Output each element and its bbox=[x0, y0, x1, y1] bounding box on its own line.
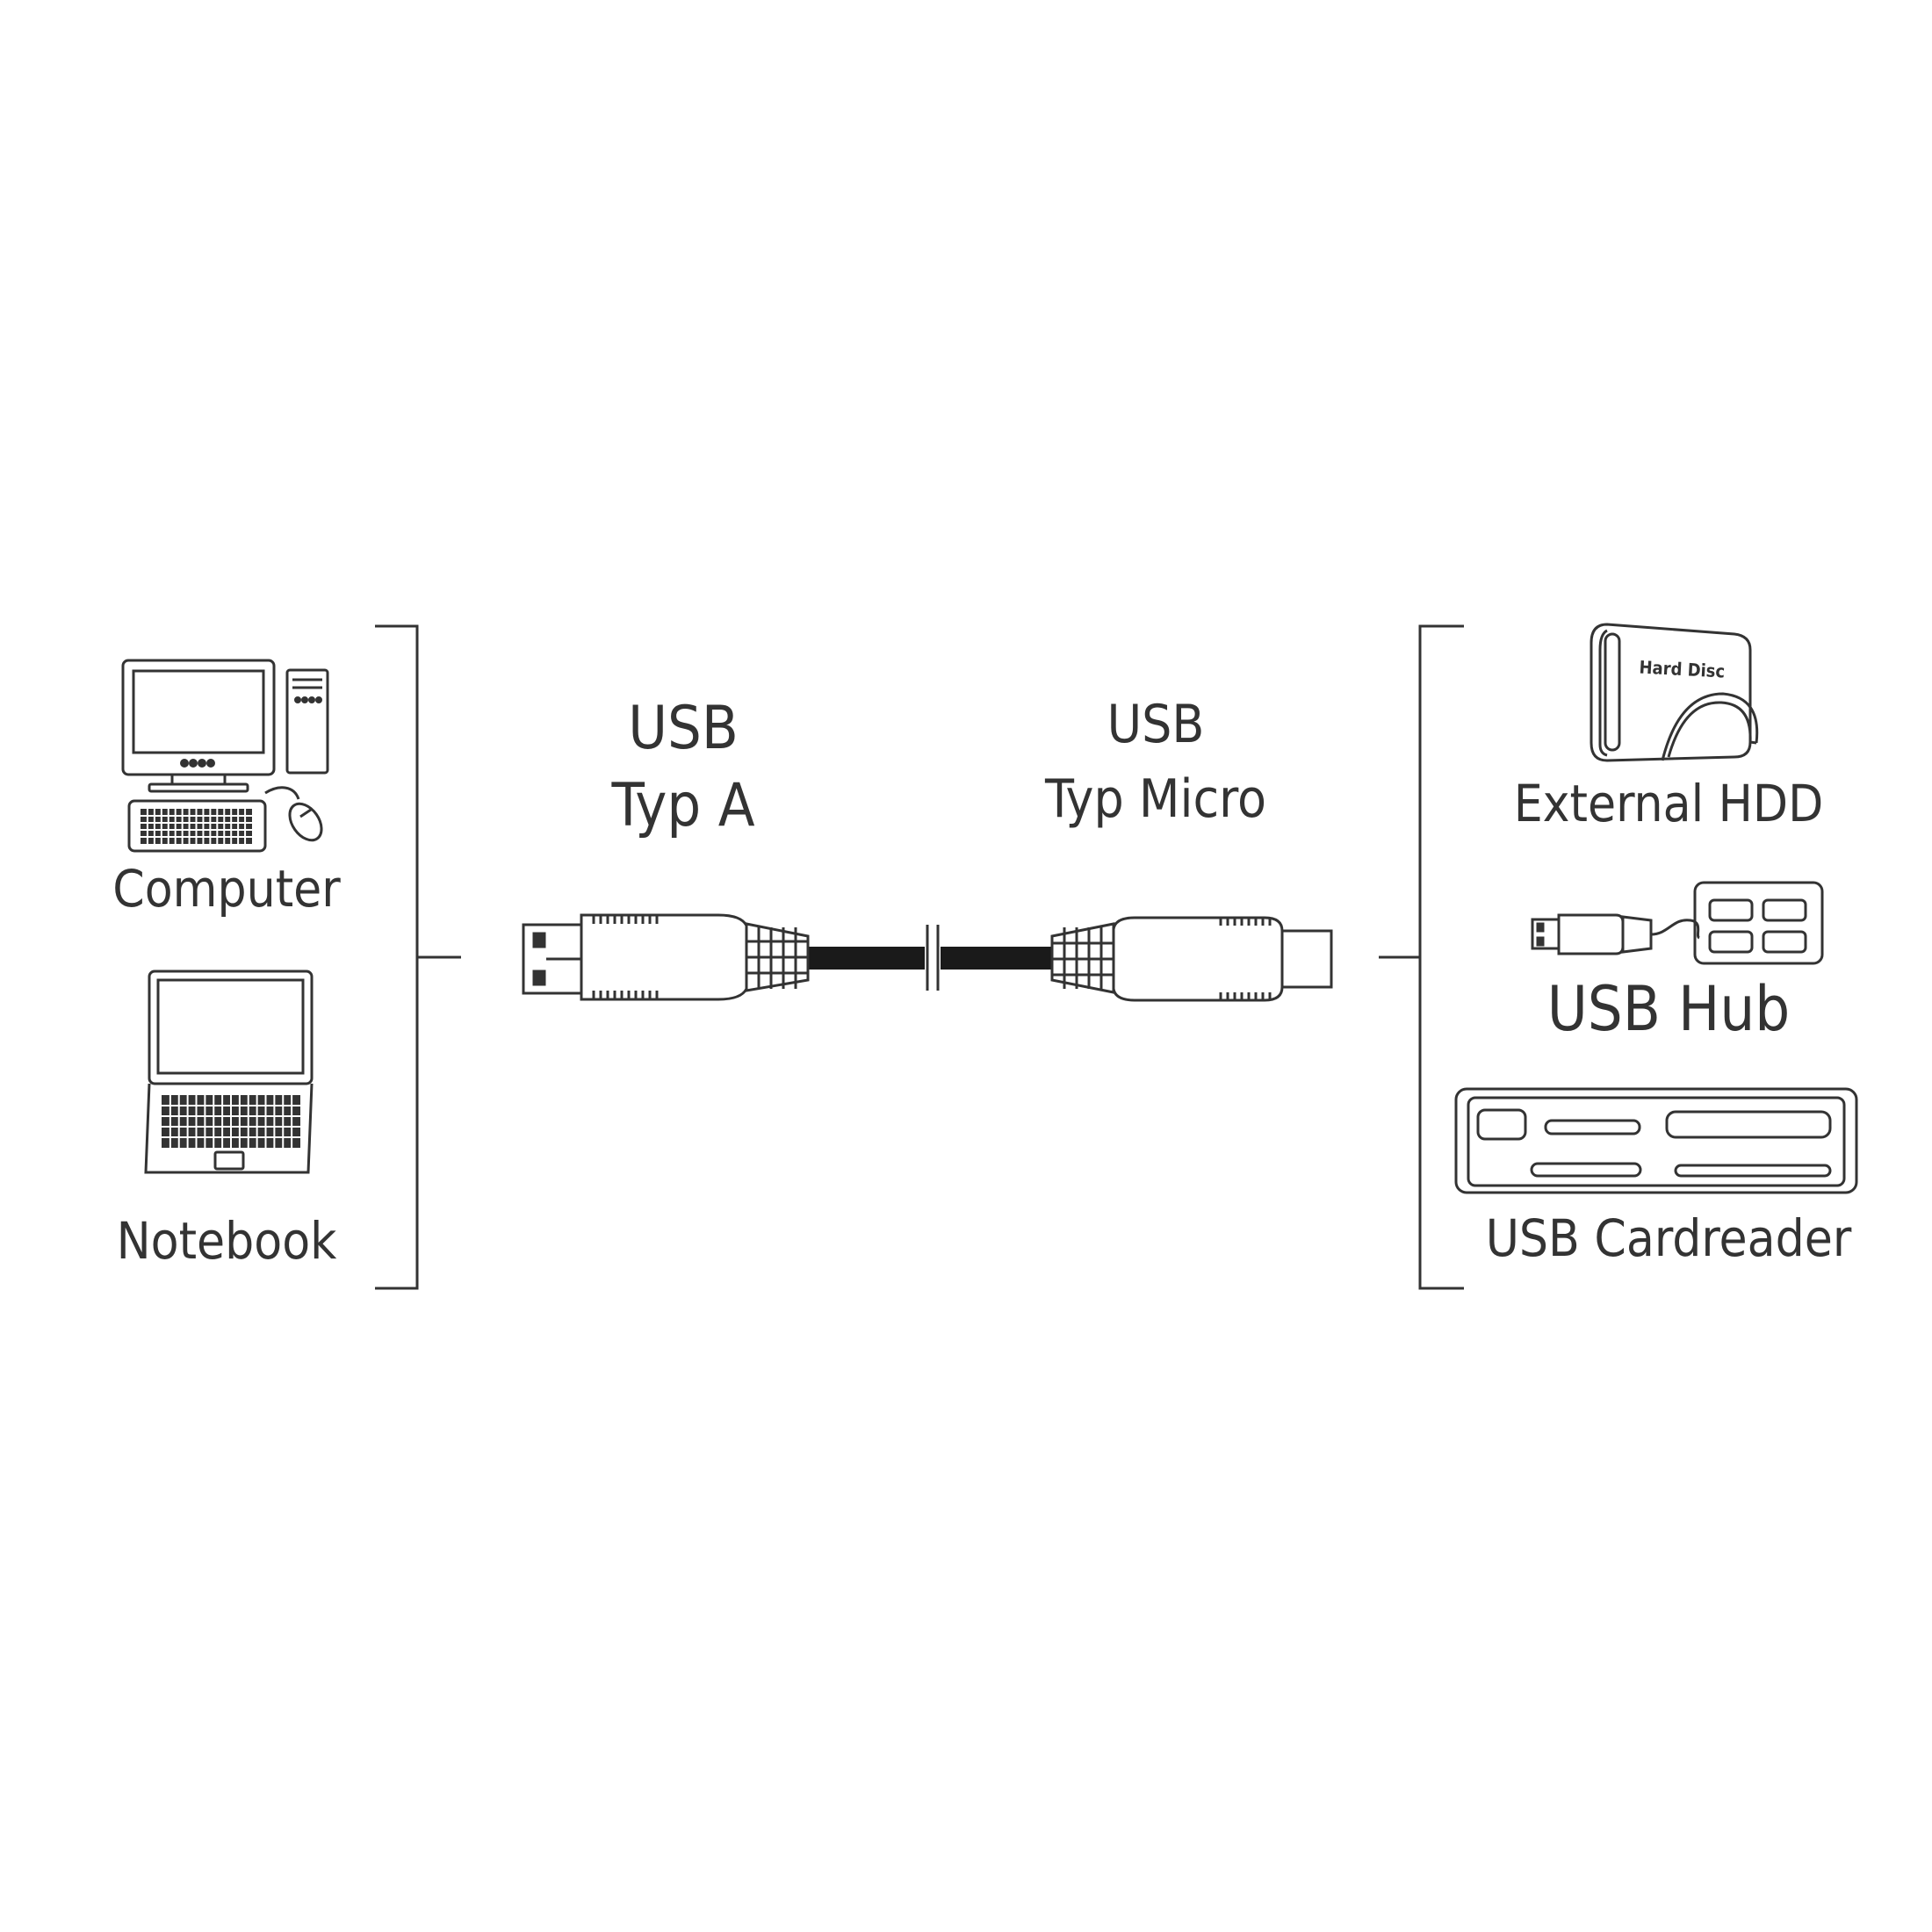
connector-micro-label-line2: Typ Micro bbox=[1044, 768, 1266, 830]
external-hdd-label: External HDD bbox=[1514, 774, 1824, 833]
connector-a-label-line1: USB bbox=[628, 694, 739, 763]
usb-hub-label: USB Hub bbox=[1547, 973, 1791, 1045]
hdd-case-text: Hard Disc bbox=[1639, 656, 1726, 681]
connector-grip-lines bbox=[592, 915, 808, 999]
left-bracket bbox=[375, 624, 461, 1290]
connector-micro-label-line1: USB bbox=[1107, 694, 1205, 755]
notebook-label: Notebook bbox=[117, 1211, 337, 1271]
computer-icon bbox=[121, 659, 329, 853]
usb-cable bbox=[522, 913, 1333, 1002]
usb-cardreader-icon bbox=[1454, 1087, 1858, 1194]
computer-label: Computer bbox=[112, 859, 341, 919]
cable-wire-left bbox=[808, 947, 925, 970]
connector-grip-lines bbox=[1052, 918, 1272, 1000]
usb-hub-icon bbox=[1531, 881, 1824, 965]
external-hdd-icon bbox=[1590, 623, 1759, 762]
cable-wire-right bbox=[941, 947, 1052, 970]
right-bracket bbox=[1379, 624, 1464, 1290]
notebook-icon bbox=[144, 970, 314, 1174]
connector-a-label-line2: Typ A bbox=[610, 771, 754, 840]
usb-cardreader-label: USB Cardreader bbox=[1486, 1208, 1852, 1268]
